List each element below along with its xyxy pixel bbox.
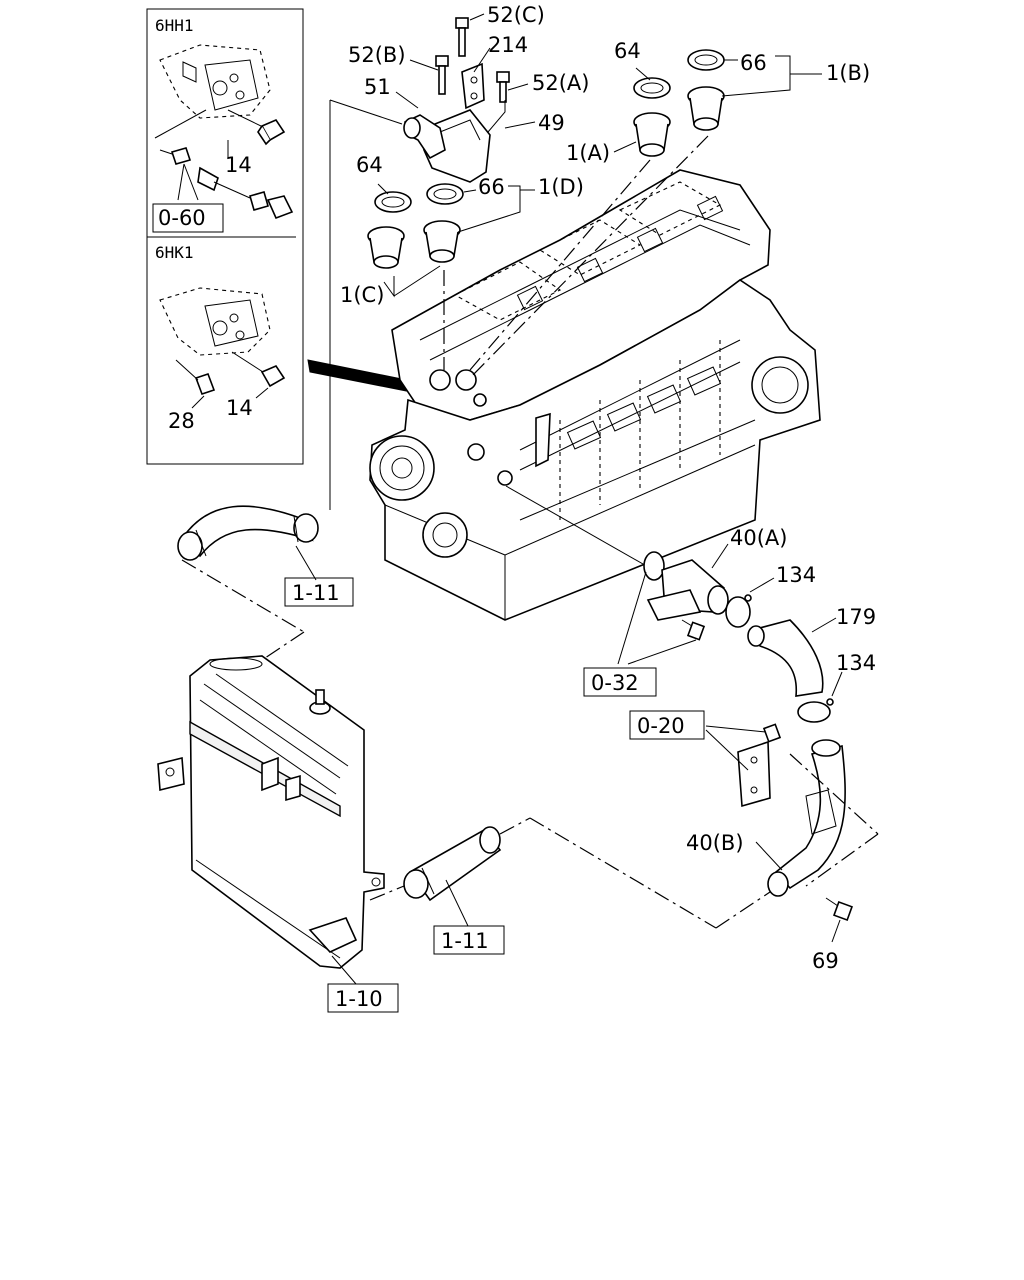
ref-label-1-11-lower: 1-11 [441,929,489,953]
bolt-outlet [681,619,706,641]
ref-label-1-10: 1-10 [335,987,383,1011]
gasket-66-mid [426,183,464,205]
callout-52b: 52(B) [348,43,406,67]
hose-clamp-134-a [725,594,752,628]
ref-label-0-20: 0-20 [637,714,685,738]
hose-179 [747,619,824,697]
upper-radiator-hose [177,505,319,561]
callout-64-top: 64 [614,39,641,63]
callout-1b: 1(B) [826,61,870,85]
callout-179: 179 [836,605,876,629]
callout-40a: 40(A) [730,526,787,550]
sensor-wire-6hh1 [154,109,294,220]
ref-label-0-60: 0-60 [158,206,206,230]
callout-1c: 1(C) [340,283,384,307]
bolt-69 [825,897,853,921]
ref-box-0-20 [629,710,705,740]
bracket-214 [461,62,485,110]
hose-clamp-134-b [797,698,834,723]
callout-51: 51 [364,75,391,99]
sensor-14-6hk1 [231,351,286,388]
gasket-64-mid [374,191,412,213]
callout-1d: 1(D) [538,175,584,199]
ref-box-1-10 [327,983,399,1013]
callout-1a: 1(A) [566,141,610,165]
leader-lines [329,13,822,569]
callout-66-top: 66 [740,51,767,75]
sensor-14-6hh1 [227,109,286,146]
inset-engine-6hk1 [159,287,271,356]
callout-69: 69 [812,949,839,973]
water-outlet-40a [643,551,729,621]
bracket-0-20 [737,740,771,808]
callout-134-b: 134 [836,651,876,675]
hose-centerline-lower [499,817,531,835]
thermostat-1c [367,226,405,269]
gasket-66-top [687,49,725,71]
inset-title-6hh1: 6HH1 [155,16,194,35]
hose-centerline-upper [181,559,305,633]
callout-52c: 52(C) [487,3,545,27]
ref-box-0-32 [583,667,657,697]
thermostat-1d [423,220,461,263]
ref-box-1-11-lower [433,925,505,955]
bolt-52a [496,71,510,103]
engine-block [369,169,821,621]
callout-214: 214 [488,33,528,57]
callout-14-6hh1: 14 [225,153,252,177]
gasket-64-top [633,77,671,99]
bolt-52b [435,55,449,95]
bolt-bracket [762,723,782,743]
callout-66-mid: 66 [478,175,505,199]
plug-28 [175,359,216,396]
water-pipe-40b [767,739,846,897]
ref-box-0-60 [152,203,224,233]
bolt-52c [455,17,469,57]
inset-engine-6hh1 [159,44,271,119]
thermostat-1a [633,112,671,157]
water-outlet-51 [403,114,446,160]
callout-52a: 52(A) [532,71,589,95]
callout-14-6hk1: 14 [226,396,253,420]
radiator [157,655,385,969]
callout-40b: 40(B) [686,831,744,855]
callout-labels: 52(C) 214 52(B) 52(A) 51 49 64 66 1(B) 1… [340,3,876,973]
callout-134-a: 134 [776,563,816,587]
callout-64-mid: 64 [356,153,383,177]
inset-title-6hk1: 6HK1 [155,243,194,262]
inset-panel: 6HH1 6HK1 14 0-60 [146,8,304,465]
lower-radiator-hose [403,826,502,902]
ref-label-1-11-upper: 1-11 [292,581,340,605]
thermostat-1b [687,86,725,131]
ref-label-0-32: 0-32 [591,671,639,695]
callout-28: 28 [168,409,195,433]
ref-box-1-11-upper [284,577,354,607]
callout-49: 49 [538,111,565,135]
